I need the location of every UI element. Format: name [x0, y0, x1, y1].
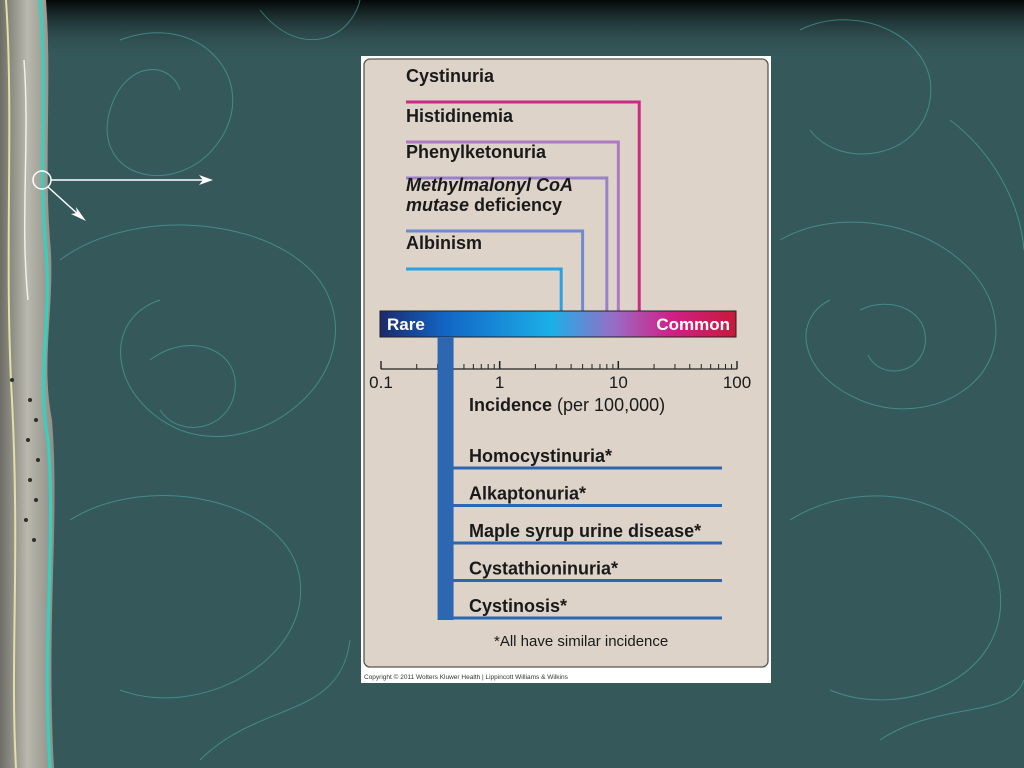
- axis-title: Incidence (per 100,000): [469, 395, 665, 415]
- disorder-label: Phenylketonuria: [406, 142, 547, 162]
- scale-bar-left-label: Rare: [387, 315, 425, 334]
- axis-title-units: (per 100,000): [552, 395, 665, 415]
- figure-panel: [363, 58, 769, 668]
- disorder-connector: [406, 140, 620, 311]
- disorder-label: Cystinosis*: [469, 596, 567, 616]
- disorder-label: Cystinuria: [406, 66, 495, 86]
- disorder-label: Cystathioninuria*: [469, 559, 618, 579]
- disorder-connector: [406, 229, 585, 311]
- scale-bar-right-label: Common: [656, 315, 730, 334]
- disorder-label: mutase deficiency: [406, 195, 562, 215]
- disorder-connector: [406, 176, 609, 311]
- copyright-notice: Copyright © 2011 Wolters Kluwer Health |…: [364, 673, 569, 681]
- disorder-label: Alkaptonuria*: [469, 484, 586, 504]
- shared-incidence-bar: [437, 337, 454, 620]
- disorder-label: Homocystinuria*: [469, 446, 612, 466]
- rarity-scale-bar: [379, 310, 737, 338]
- axis-tick-label: 0.1: [369, 373, 393, 392]
- disorder-label: Maple syrup urine disease*: [469, 521, 701, 541]
- disorder-label: Albinism: [406, 233, 482, 253]
- axis-tick-label: 1: [495, 373, 504, 392]
- disorder-label-rest: deficiency: [469, 195, 562, 215]
- footnote: *All have similar incidence: [494, 633, 668, 650]
- disorder-label-italic: mutase: [406, 195, 469, 215]
- aerial-photo-strip: [0, 0, 55, 768]
- disorder-label-italic: Methylmalonyl CoA: [406, 175, 573, 195]
- disorder-label: Methylmalonyl CoA: [406, 175, 573, 195]
- arrow-pointer: [32, 170, 213, 221]
- disorder-connector: [406, 100, 641, 311]
- disorder-connector: [406, 267, 563, 311]
- contour-lines: [59, 0, 1024, 761]
- axis-tick-label: 10: [609, 373, 628, 392]
- axis-title-main: Incidence: [469, 395, 552, 415]
- axis-tick-label: 100: [723, 373, 751, 392]
- lower-disorders: Homocystinuria* Alkaptonuria* Maple syrup …: [437, 337, 722, 620]
- upper-disorders: CystinuriaHistidinemiaPhenylketonuriaMet…: [406, 66, 641, 311]
- disorder-label: Histidinemia: [406, 106, 514, 126]
